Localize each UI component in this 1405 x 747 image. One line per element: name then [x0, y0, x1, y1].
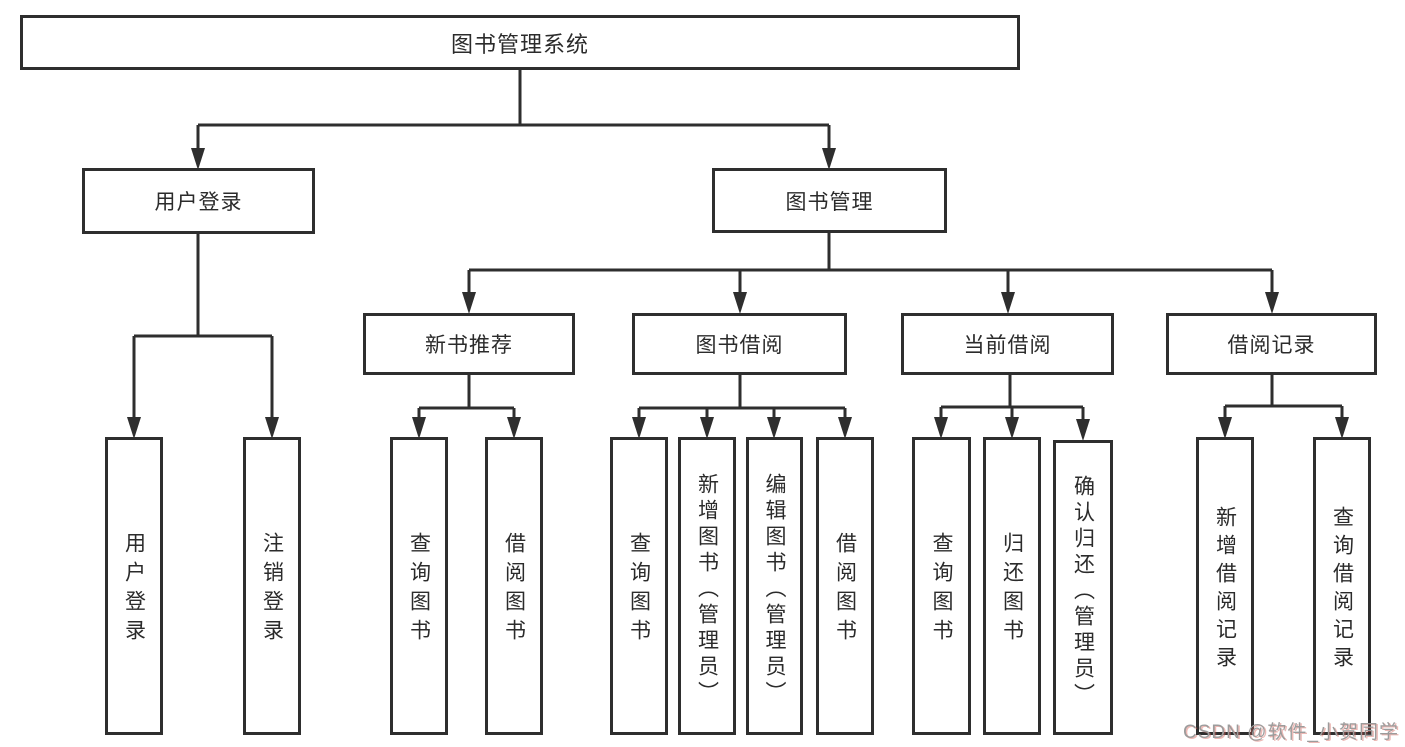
node-leaf-cb-query-books-label: 查询图书: [930, 532, 953, 648]
node-leaf-br-add-record-label: 新增借阅记录: [1213, 506, 1237, 674]
node-current-borrowing: 当前借阅: [901, 313, 1114, 375]
node-leaf-bb-add-books-admin-label: 新增图书（管理员）: [695, 473, 719, 707]
node-library-system-label: 图书管理系统: [450, 31, 589, 57]
node-new-book-recommend-label: 新书推荐: [425, 334, 513, 357]
node-leaf-logout-label: 注销登录: [260, 532, 284, 648]
watermark: CSDN @软件_小贺同学: [1183, 722, 1399, 743]
node-leaf-bb-query-books: 查询图书: [610, 437, 668, 735]
node-current-borrowing-label: 当前借阅: [963, 334, 1052, 357]
node-user-login: 用户登录: [82, 168, 315, 234]
node-leaf-user-login-label: 用户登录: [122, 532, 146, 648]
node-leaf-nb-query-books: 查询图书: [390, 437, 448, 735]
node-leaf-br-query-record-label: 查询借阅记录: [1330, 506, 1354, 674]
node-leaf-bb-add-books-admin: 新增图书（管理员）: [678, 437, 736, 735]
node-user-login-label: 用户登录: [154, 191, 243, 214]
node-leaf-nb-borrow-books: 借阅图书: [485, 437, 543, 735]
node-leaf-bb-borrow-books: 借阅图书: [816, 437, 874, 735]
node-leaf-bb-edit-books-admin: 编辑图书（管理员）: [746, 437, 803, 735]
node-leaf-nb-borrow-books-label: 借阅图书: [502, 532, 526, 648]
node-book-management: 图书管理: [712, 168, 947, 233]
node-leaf-cb-return-books: 归还图书: [983, 437, 1041, 735]
node-leaf-br-add-record: 新增借阅记录: [1196, 437, 1254, 735]
node-leaf-user-login: 用户登录: [105, 437, 163, 735]
node-borrow-records-label: 借阅记录: [1227, 334, 1316, 357]
node-leaf-cb-confirm-return-admin-label: 确认归还（管理员）: [1071, 474, 1095, 709]
node-leaf-cb-confirm-return-admin: 确认归还（管理员）: [1053, 440, 1113, 735]
node-leaf-bb-borrow-books-label: 借阅图书: [833, 532, 857, 648]
node-leaf-logout: 注销登录: [243, 437, 301, 735]
node-borrow-records: 借阅记录: [1166, 313, 1377, 375]
node-leaf-br-query-record: 查询借阅记录: [1313, 437, 1371, 735]
node-leaf-nb-query-books-label: 查询图书: [407, 532, 431, 648]
node-book-borrowing-label: 图书借阅: [695, 334, 784, 357]
node-leaf-bb-edit-books-admin-label: 编辑图书（管理员）: [763, 473, 786, 707]
node-book-borrowing: 图书借阅: [632, 313, 847, 375]
node-leaf-cb-return-books-label: 归还图书: [1000, 532, 1024, 648]
node-book-management-label: 图书管理: [785, 190, 874, 214]
node-leaf-cb-query-books: 查询图书: [912, 437, 971, 735]
node-new-book-recommend: 新书推荐: [363, 313, 575, 375]
node-library-system: 图书管理系统: [20, 15, 1020, 70]
node-leaf-bb-query-books-label: 查询图书: [627, 532, 651, 648]
